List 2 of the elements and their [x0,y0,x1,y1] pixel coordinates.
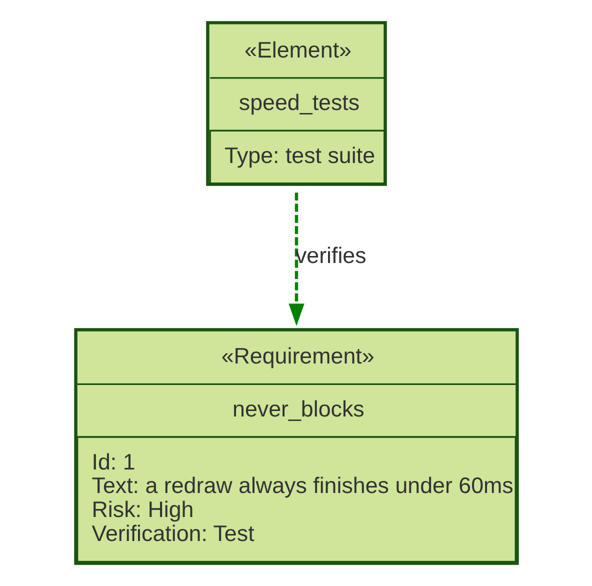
edge-label: verifies [294,242,366,268]
arrow [288,192,304,326]
